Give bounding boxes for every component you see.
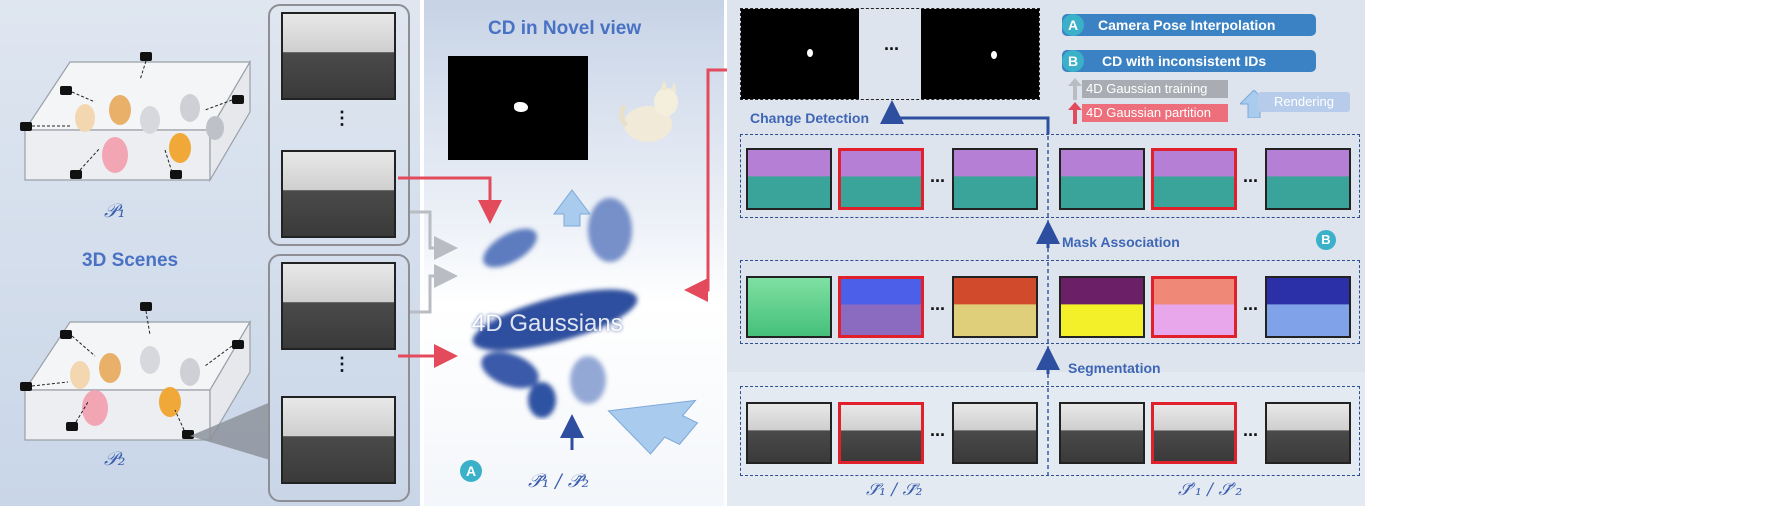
- render-row-box: [740, 386, 1360, 476]
- render-thumb-highlight: [1151, 402, 1237, 464]
- mask-thumb-highlight: [838, 148, 924, 210]
- s-label-left: 𝒮̃₁ / 𝒮̃₂: [866, 480, 923, 500]
- scene-1-view-thumb: [281, 12, 396, 100]
- segmentation-label: Segmentation: [1068, 360, 1161, 376]
- mask-thumb: [746, 148, 832, 210]
- scene-1-view-group: [268, 4, 410, 246]
- gaussians-label: 4D Gaussians: [472, 310, 623, 337]
- badge-b: B: [1316, 230, 1336, 250]
- seg-thumb: [1265, 276, 1351, 338]
- ellipsis: ...: [1243, 166, 1259, 186]
- novel-view-title: CD in Novel view: [488, 18, 642, 39]
- scene-1-view-thumb: [281, 150, 396, 238]
- render-thumb: [952, 402, 1038, 464]
- render-thumb: [1265, 402, 1351, 464]
- mask-thumb: [1059, 148, 1145, 210]
- render-thumb-highlight: [838, 402, 924, 464]
- mask-thumb: [1265, 148, 1351, 210]
- scene-2-illustration: [20, 302, 270, 460]
- legend-gray: 4D Gaussian training: [1082, 80, 1228, 98]
- scene-2-view-group: [268, 254, 410, 502]
- mask-association-label: Mask Association: [1062, 234, 1180, 250]
- scene-label: 3D Scenes: [82, 250, 179, 271]
- pose-input-label: 𝒫̃₁ / 𝒫̃₂: [528, 470, 590, 492]
- s-label-right: 𝒮̃′₁ / 𝒮̃′₂: [1178, 480, 1243, 500]
- legend-b: CD with inconsistent IDs: [1062, 50, 1316, 72]
- cd-mask-right: [921, 9, 1039, 99]
- legend-a-badge: A: [1062, 14, 1084, 36]
- render-thumb: [1059, 402, 1145, 464]
- mask-thumb: [952, 148, 1038, 210]
- mask-thumb-highlight: [1151, 148, 1237, 210]
- ellipsis: ...: [1243, 420, 1259, 440]
- cd-row-box: [740, 134, 1360, 218]
- ellipsis-vertical: ⋮: [333, 108, 351, 128]
- seg-thumb-highlight: [838, 276, 924, 338]
- render-thumb: [746, 402, 832, 464]
- novel-view-cat-render: [618, 80, 678, 142]
- change-detection-output: [740, 8, 1040, 100]
- change-detection-label: Change Detection: [750, 110, 870, 126]
- legend-b-badge: B: [1062, 50, 1084, 72]
- seg-thumb: [746, 276, 832, 338]
- ellipsis: ...: [930, 294, 946, 314]
- scene-1-illustration: [20, 52, 252, 183]
- pipeline-bottom-band: [727, 372, 1365, 506]
- legend-red: 4D Gaussian partition: [1082, 104, 1228, 122]
- p1-label: 𝒫₁: [104, 200, 126, 222]
- ellipsis: ...: [930, 420, 946, 440]
- badge-a: A: [460, 460, 482, 482]
- ellipsis: ...: [930, 166, 946, 186]
- legend-rendering: Rendering: [1258, 92, 1350, 112]
- red-arrow-icon: [1068, 102, 1082, 124]
- ellipsis-vertical: ⋮: [333, 354, 351, 374]
- ellipsis: ...: [884, 34, 900, 54]
- seg-thumb: [952, 276, 1038, 338]
- legend-a: Camera Pose Interpolation: [1062, 14, 1316, 36]
- seg-thumb: [1059, 276, 1145, 338]
- scene-2-view-thumb: [281, 262, 396, 350]
- seg-row-box: [740, 260, 1360, 344]
- scene-2-view-thumb: [281, 396, 396, 484]
- gaussian-blobs: [472, 198, 638, 418]
- ellipsis: ...: [1243, 294, 1259, 314]
- novel-view-mask: [448, 56, 588, 160]
- gray-arrow-icon: [1068, 78, 1082, 100]
- p2-label: 𝒫₂: [104, 448, 126, 470]
- seg-thumb-highlight: [1151, 276, 1237, 338]
- cd-mask-left: [741, 9, 859, 99]
